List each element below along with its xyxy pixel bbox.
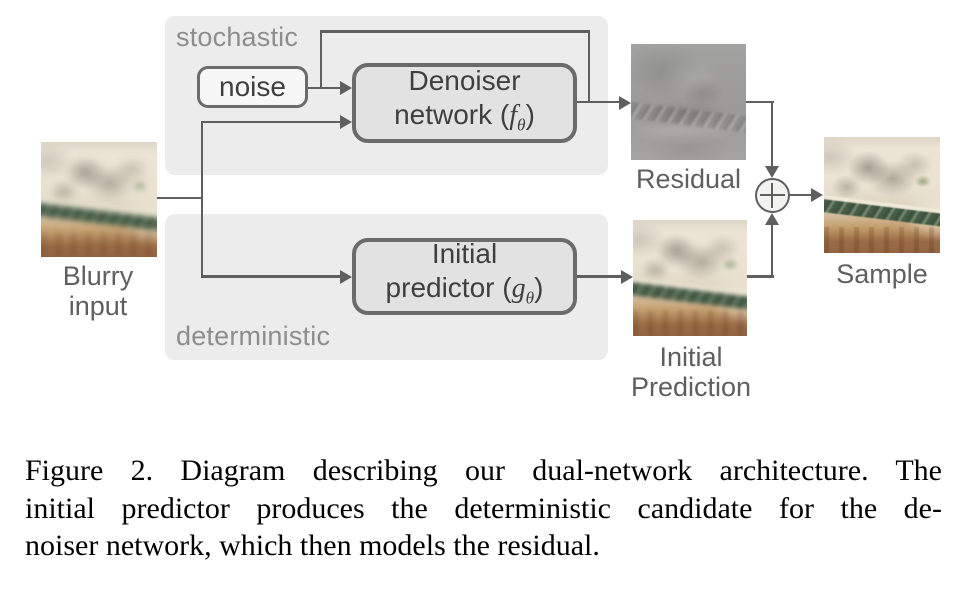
noise-node-label: noise (219, 71, 286, 102)
line-sum-to-sample (789, 193, 812, 197)
sample-label: Sample (836, 259, 928, 289)
line-residual-to-sum (770, 100, 774, 166)
initial-prediction-image (633, 220, 747, 336)
figure-caption: Figure 2. Diagram describing our dual-ne… (25, 452, 942, 565)
f-theta-symbol: f (509, 99, 518, 131)
blurry-input-image (41, 142, 157, 257)
noise-node: noise (197, 66, 308, 108)
line-denoiser-to-residual (577, 100, 620, 104)
initial-prediction-label: Initial Prediction (630, 342, 752, 402)
caption-line-2: initial predictor produces the determini… (25, 491, 942, 525)
arrow-into-sample-icon (811, 187, 823, 202)
caption-line-3: noiser network, which then models the re… (25, 529, 600, 563)
residual-label: Residual (635, 164, 742, 194)
line-branch-to-predictor (200, 275, 341, 278)
line-residual-out (746, 100, 774, 104)
arrow-into-sum-bottom-icon (765, 212, 780, 225)
line-blurry-to-branch (157, 196, 203, 200)
residual-image (631, 44, 746, 160)
line-branch-vertical (200, 120, 204, 278)
blurry-input-label: Blurry input (62, 261, 134, 321)
line-branch-to-denoiser (200, 120, 341, 124)
denoiser-line2: network (fθ) (394, 98, 535, 135)
arrow-into-residual-icon (619, 95, 631, 110)
stochastic-panel-label: stochastic (176, 22, 299, 52)
initial-predictor-node: Initial predictor (gθ) (352, 238, 577, 315)
denoiser-line1: Denoiser (408, 64, 521, 96)
deterministic-panel-label: deterministic (176, 321, 331, 351)
line-initial-prediction-to-sum (770, 224, 774, 278)
arrow-into-predictor-icon (340, 269, 352, 284)
line-noise-bypass-down (587, 30, 591, 103)
predictor-line1: Initial (431, 238, 498, 270)
caption-line-1: Figure 2. Diagram describing our dual-ne… (25, 454, 942, 487)
line-noise-to-denoiser (308, 86, 341, 90)
arrow-into-denoiser-upper-icon (340, 80, 352, 95)
sample-image (824, 137, 940, 253)
line-noise-bypass-top (319, 30, 591, 33)
sum-plus-icon (754, 177, 790, 213)
predictor-line2: predictor (gθ) (385, 272, 544, 308)
line-predictor-to-initial-prediction (577, 275, 622, 278)
arrow-into-initial-prediction-icon (621, 269, 633, 284)
arrow-into-sum-top-icon (765, 165, 780, 178)
g-theta-symbol: g (511, 273, 526, 305)
denoiser-network-node: Denoiser network (fθ) (352, 63, 577, 143)
arrow-into-denoiser-lower-icon (340, 114, 352, 129)
line-initial-prediction-out (747, 275, 774, 278)
line-noise-bypass-up (319, 30, 323, 88)
